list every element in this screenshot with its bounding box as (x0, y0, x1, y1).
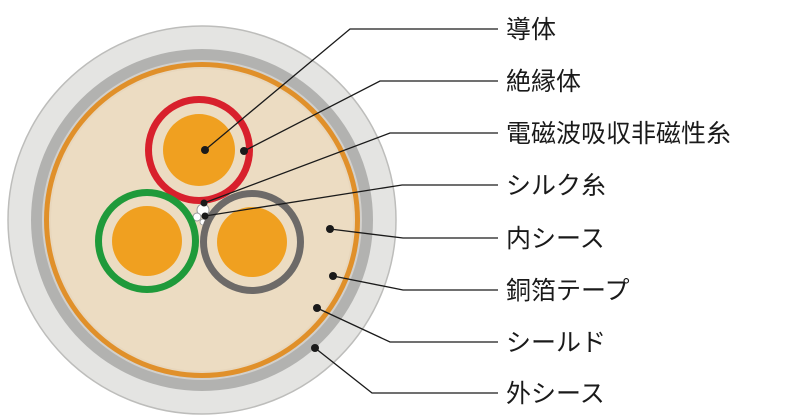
cable-cross-section (7, 25, 397, 415)
leader-line-silk-thread (204, 184, 498, 217)
core-green (95, 189, 199, 293)
labels: 導体 絶縁体 電磁波吸収非磁性糸 シルク糸 内シース 銅箔テープ シールド 外シ… (506, 15, 731, 408)
label-silk-thread: シルク糸 (506, 171, 606, 200)
leader-lines (200, 28, 498, 394)
core-grey (200, 190, 304, 294)
conductor-core-1 (163, 114, 235, 186)
leader-line-em-absorbing-thread (203, 132, 498, 204)
label-em-absorbing-thread: 電磁波吸収非磁性糸 (506, 119, 731, 148)
conductor-core-3 (217, 207, 287, 277)
label-copper-tape: 銅箔テープ (506, 276, 630, 305)
label-conductor: 導体 (506, 15, 556, 44)
label-insulation: 絶縁体 (506, 67, 581, 96)
label-shield: シールド (506, 328, 606, 357)
leader-line-inner-sheath (329, 228, 498, 239)
leader-line-copper-tape (332, 275, 498, 291)
leader-line-outer-sheath (314, 347, 498, 394)
leader-line-shield (316, 307, 498, 343)
core-red (145, 96, 253, 204)
conductor-core-2 (112, 206, 182, 276)
label-inner-sheath: 内シース (506, 224, 605, 253)
leader-line-insulation (243, 80, 498, 152)
leader-line-conductor (204, 28, 498, 151)
label-outer-sheath: 外シース (506, 379, 605, 408)
